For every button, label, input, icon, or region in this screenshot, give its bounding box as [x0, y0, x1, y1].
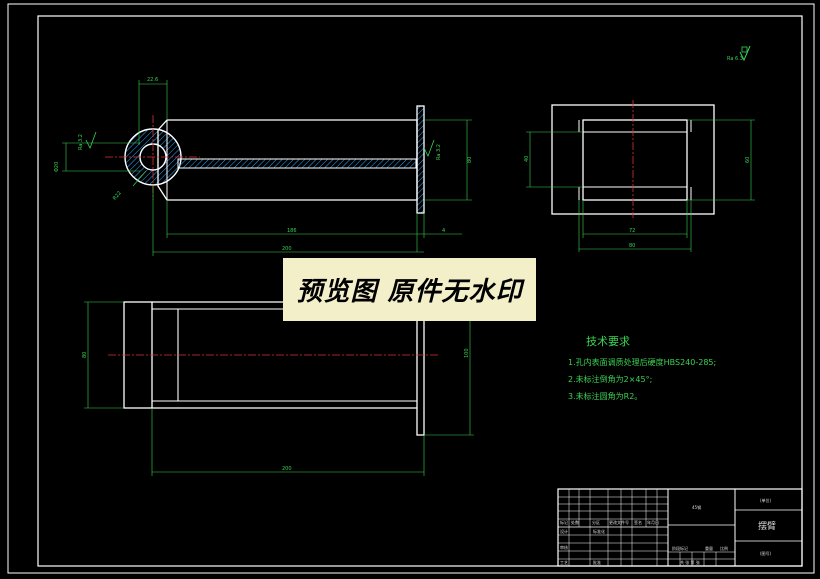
- tech-title: 技术要求: [586, 335, 630, 348]
- tb-label-mark: 标记: [560, 519, 568, 525]
- watermark-text: 预览图 原件无水印: [296, 277, 523, 307]
- side-view-dimensions: 40 60 72 80: [524, 119, 755, 252]
- dim-top-width: 22.6: [147, 77, 158, 83]
- tb-stage: 阶段标记: [672, 545, 688, 551]
- dim-bottom-length: 200: [282, 466, 292, 472]
- dim-side-outer: 60: [745, 157, 751, 163]
- tb-craft: 工艺: [560, 560, 568, 565]
- outer-border: [7, 3, 815, 574]
- tb-sheet: 共 张 第 张: [680, 559, 700, 565]
- tb-check: 审核: [560, 544, 568, 550]
- tb-scale: 比例: [720, 545, 728, 551]
- tb-part-name: 摆臂: [758, 520, 776, 532]
- tb-material: 45钢: [692, 504, 701, 510]
- tb-label-count: 处数: [571, 519, 579, 525]
- tb-drawing-no: (图号): [760, 550, 772, 556]
- tb-label-date: 年月日: [647, 519, 659, 525]
- dim-side-w1: 72: [629, 228, 635, 234]
- dim-radius: R22: [112, 190, 123, 201]
- roughness-right-label: Ra 3.2: [436, 144, 442, 160]
- side-view: [551, 100, 715, 218]
- title-block: [557, 488, 803, 567]
- dim-flange: 4: [442, 228, 445, 234]
- bottom-view-dimensions: 80 100 200: [82, 293, 474, 476]
- dim-height: 80: [467, 157, 473, 163]
- tb-label-sign: 签名: [634, 519, 642, 525]
- dim-length-total: 200: [282, 246, 292, 252]
- preview-watermark: 预览图 原件无水印: [283, 258, 536, 321]
- dim-bottom-left: 80: [82, 352, 88, 358]
- tb-design: 设计: [560, 528, 568, 534]
- tb-standard: 标准化: [593, 528, 605, 534]
- tb-label-change: 更改文件号: [609, 519, 629, 525]
- dim-side-w2: 80: [629, 243, 635, 249]
- tb-label-zone: 分区: [592, 519, 600, 525]
- tech-item-3: 3.未标注圆角为R2。: [568, 391, 642, 401]
- roughness-top-label: Ra 6.3: [727, 56, 743, 62]
- arm-web-hatch: [177, 158, 417, 169]
- front-view-dimensions: 22.6 Φ20 Ra 3.2 R22 Ra 3.2 80 186 4 200: [54, 77, 473, 256]
- title-block-text: 标记 处数 分区 更改文件号 签名 年月日 设计 标准化 审核 工艺 批准 阶段…: [560, 497, 776, 565]
- dim-side-inner: 40: [524, 156, 530, 162]
- tech-item-1: 1.孔内表面调质处理后硬度HBS240-285;: [568, 357, 716, 367]
- tb-approve: 批准: [593, 559, 601, 565]
- inner-border: [37, 15, 803, 567]
- tb-school: (单位): [760, 497, 772, 503]
- tb-weight: 重量: [705, 545, 713, 551]
- dim-diameter: Φ20: [54, 162, 60, 172]
- technical-requirements: 技术要求 1.孔内表面调质处理后硬度HBS240-285; 2.未标注倒角为2×…: [568, 335, 716, 401]
- roughness-left-label: Ra 3.2: [78, 134, 84, 150]
- dim-bottom-right: 100: [464, 348, 470, 358]
- flange: [416, 105, 425, 214]
- roughness-symbol-top: Ra 6.3: [727, 45, 751, 62]
- dim-length-inner: 186: [287, 228, 297, 234]
- tech-item-2: 2.未标注倒角为2×45°;: [568, 374, 652, 384]
